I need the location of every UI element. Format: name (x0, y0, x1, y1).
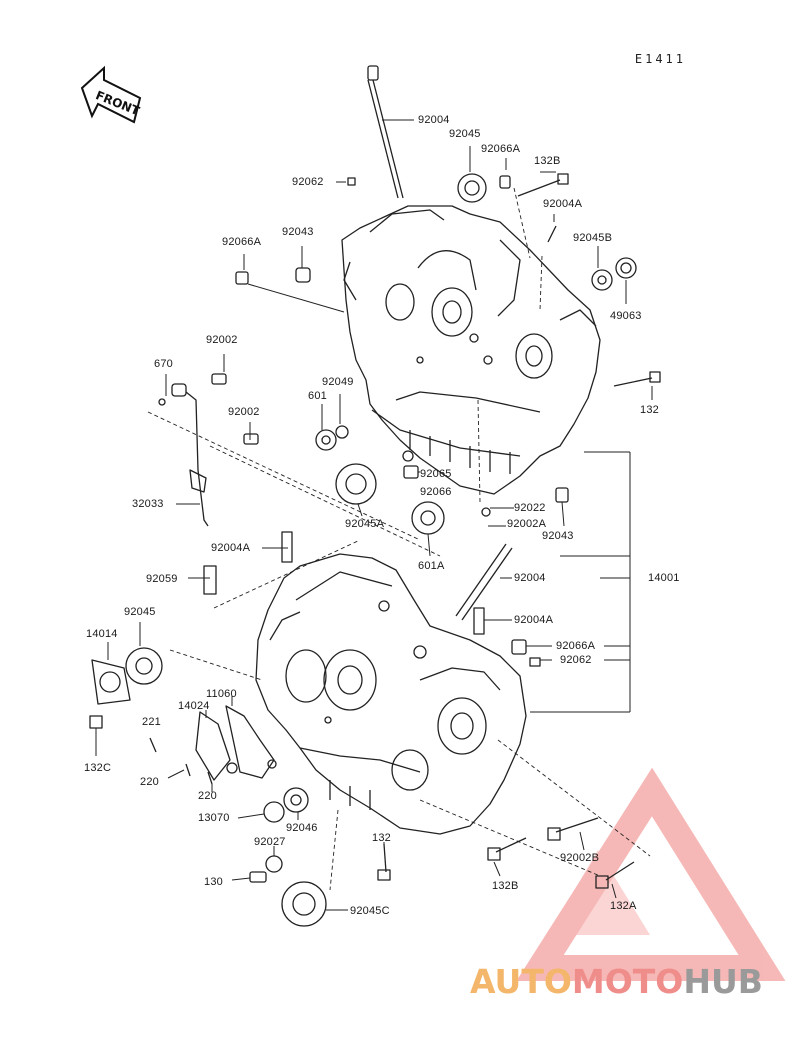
part-label-92043-right: 92043 (542, 530, 574, 542)
part-label-601: 601 (308, 390, 327, 402)
part-label-49063: 49063 (610, 310, 642, 322)
watermark-brand: AUTOMOTOHUB (470, 962, 763, 1001)
part-label-92062: 92062 (292, 176, 324, 188)
part-label-92065: 92065 (420, 468, 452, 480)
part-label-32033: 32033 (132, 498, 164, 510)
part-label-220-right: 220 (198, 790, 217, 802)
part-label-92027: 92027 (254, 836, 286, 848)
part-label-92002: 92002 (206, 334, 238, 346)
part-label-92043: 92043 (282, 226, 314, 238)
part-label-92004a: 92004A (543, 198, 583, 210)
part-label-132b: 132B (534, 155, 561, 167)
part-label-92045c: 92045C (350, 905, 390, 917)
front-arrow: FRONT (80, 65, 142, 124)
part-label-670: 670 (154, 358, 173, 370)
part-label-92002-lower: 92002 (228, 406, 260, 418)
part-label-14014: 14014 (86, 628, 118, 640)
part-label-92045-left: 92045 (124, 606, 156, 618)
alignment-lines (147, 187, 651, 891)
part-label-92066: 92066 (420, 486, 452, 498)
part-label-11060: 11060 (206, 688, 237, 700)
part-label-130: 130 (204, 876, 223, 888)
part-label-221: 221 (142, 716, 161, 728)
part-label-92002a: 92002A (507, 518, 547, 530)
watermark-triangle (516, 767, 786, 981)
part-label-92062-lower: 92062 (560, 654, 592, 666)
part-label-92066a: 92066A (481, 143, 521, 155)
part-label-132: 132 (640, 404, 659, 416)
part-label-132a: 132A (610, 900, 637, 912)
part-label-92045: 92045 (449, 128, 481, 140)
brand-part-auto: AUTO (470, 962, 572, 1001)
part-label-601a: 601A (418, 560, 445, 572)
part-label-220: 220 (140, 776, 159, 788)
part-label-132b-lower: 132B (492, 880, 519, 892)
part-label-92004a-left: 92004A (211, 542, 251, 554)
part-label-14001: 14001 (648, 572, 680, 584)
part-label-92046: 92046 (286, 822, 318, 834)
part-label-13070: 13070 (198, 812, 230, 824)
part-label-92045b: 92045B (573, 232, 613, 244)
part-label-92049: 92049 (322, 376, 354, 388)
part-label-92004: 92004 (418, 114, 450, 126)
part-label-132c: 132C (84, 762, 112, 774)
part-label-92066a-lower: 92066A (556, 640, 596, 652)
part-label-14024: 14024 (178, 700, 210, 712)
part-label-92045a: 92045A (345, 518, 385, 530)
lower-fasteners (89, 531, 635, 927)
part-label-92004-lower: 92004 (514, 572, 546, 584)
lower-crankcase (255, 553, 527, 835)
part-label-132-lower: 132 (372, 832, 391, 844)
leader-lines (95, 119, 653, 911)
figure-code: E1411 (634, 52, 686, 66)
part-label-92066a-upper: 92066A (222, 236, 262, 248)
upper-crankcase (341, 205, 601, 495)
part-label-92022: 92022 (514, 502, 546, 514)
brand-part-moto: MOTO (571, 962, 684, 1001)
part-label-92059: 92059 (146, 573, 178, 585)
brand-part-hub: HUB (683, 962, 763, 1001)
part-label-92002b: 92002B (560, 852, 600, 864)
part-label-92004a-lower: 92004A (514, 614, 554, 626)
upper-fasteners (158, 65, 661, 535)
